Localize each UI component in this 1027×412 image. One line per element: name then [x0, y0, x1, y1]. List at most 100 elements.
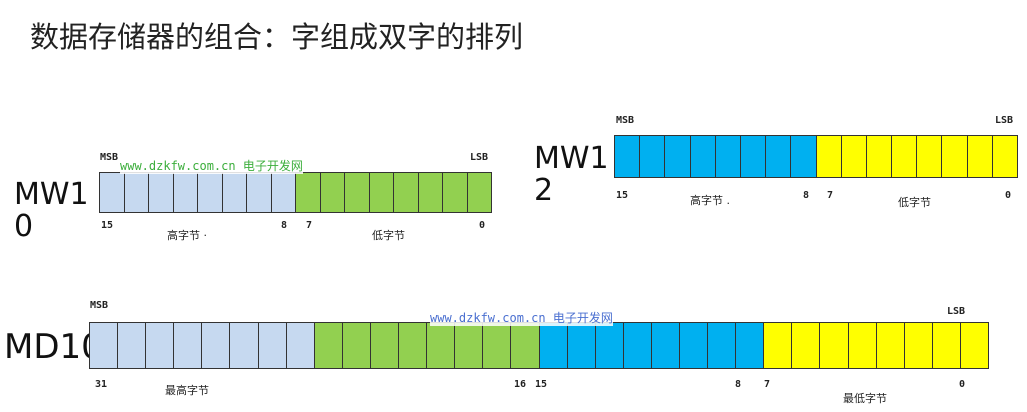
bit-cell-5	[866, 136, 893, 177]
bit-cell-0	[960, 323, 988, 368]
bit-cell-16	[511, 323, 540, 368]
md10-label: MD10	[4, 327, 103, 367]
mw10-bit0: 0	[479, 220, 486, 231]
md10-msb: MSB	[90, 300, 109, 311]
mw10-label-line1: MW1	[14, 177, 89, 212]
mw12-label-line2: 2	[534, 173, 554, 208]
bit-cell-1	[932, 323, 961, 368]
bit-cell-7	[816, 136, 842, 177]
bit-cell-6	[320, 173, 345, 212]
bit-cell-23	[314, 323, 343, 368]
mw10-bit7: 7	[306, 220, 313, 231]
mw12-bit-bar	[614, 135, 1018, 178]
bit-cell-9	[247, 173, 272, 212]
bit-cell-28	[174, 323, 203, 368]
bit-cell-13	[149, 173, 174, 212]
mw10-label-line2: 0	[14, 209, 34, 244]
bit-cell-7	[764, 323, 793, 368]
md10-highest-byte: 最高字节	[165, 384, 209, 397]
bit-cell-7	[296, 173, 321, 212]
bit-cell-11	[715, 136, 741, 177]
md10-bit0: 0	[959, 379, 966, 390]
bit-cell-6	[792, 323, 821, 368]
bit-cell-9	[708, 323, 737, 368]
bit-cell-15	[615, 136, 641, 177]
bit-cell-3	[917, 136, 943, 177]
mw10-high-byte: 高字节 ·	[167, 229, 207, 242]
mw12-low-byte: 低字节	[898, 196, 931, 209]
bit-cell-8	[791, 136, 817, 177]
bit-cell-26	[230, 323, 259, 368]
bit-cell-13	[595, 323, 624, 368]
bit-cell-4	[848, 323, 877, 368]
bit-cell-15	[100, 173, 125, 212]
md10-bit-bar	[89, 322, 989, 369]
slide-title: 数据存储器的组合：字组成双字的排列	[30, 20, 524, 54]
bit-cell-25	[258, 323, 287, 368]
bit-cell-2	[942, 136, 968, 177]
bit-cell-4	[369, 173, 394, 212]
bit-cell-0	[467, 173, 491, 212]
md10-bit31: 31	[95, 379, 108, 390]
bit-cell-1	[967, 136, 993, 177]
bit-cell-1	[443, 173, 468, 212]
bit-cell-19	[427, 323, 456, 368]
md10-lsb: LSB	[947, 306, 966, 317]
md10-bit8: 8	[735, 379, 742, 390]
bit-cell-14	[124, 173, 149, 212]
bit-cell-30	[118, 323, 147, 368]
bit-cell-10	[740, 136, 767, 177]
mw12-lsb: LSB	[995, 115, 1014, 126]
md10-bit7: 7	[764, 379, 771, 390]
bit-cell-27	[202, 323, 231, 368]
bit-cell-12	[173, 173, 198, 212]
bit-cell-0	[992, 136, 1017, 177]
mw12-high-byte: 高字节 .	[690, 194, 730, 207]
md10-lowest-byte: 最低字节	[843, 392, 887, 405]
bit-cell-22	[342, 323, 371, 368]
bit-cell-12	[690, 136, 716, 177]
mw12-bit0: 0	[1005, 190, 1012, 201]
bit-cell-17	[483, 323, 512, 368]
bit-cell-11	[198, 173, 223, 212]
mw10-low-byte: 低字节	[372, 229, 405, 242]
bit-cell-21	[370, 323, 400, 368]
watermark-2: www.dzkfw.com.cn 电子开发网	[430, 309, 613, 326]
bit-cell-2	[904, 323, 933, 368]
mw12-label-line1: MW1	[534, 141, 609, 176]
bit-cell-11	[651, 323, 680, 368]
mw12-msb: MSB	[616, 115, 635, 126]
bit-cell-14	[640, 136, 666, 177]
bit-cell-14	[567, 323, 596, 368]
bit-cell-24	[286, 323, 315, 368]
mw12-bit15: 15	[616, 190, 629, 201]
bit-cell-10	[679, 323, 709, 368]
mw10-bit15: 15	[101, 220, 114, 231]
md10-bit15: 15	[535, 379, 548, 390]
bit-cell-13	[665, 136, 691, 177]
bit-cell-15	[539, 323, 568, 368]
mw12-bit7: 7	[827, 190, 834, 201]
bit-cell-31	[90, 323, 119, 368]
bit-cell-5	[820, 323, 849, 368]
bit-cell-2	[418, 173, 443, 212]
bit-cell-5	[345, 173, 370, 212]
bit-cell-12	[623, 323, 652, 368]
bit-cell-20	[399, 323, 428, 368]
mw12-bit8: 8	[803, 190, 810, 201]
mw10-msb: MSB	[100, 152, 119, 163]
bit-cell-3	[394, 173, 419, 212]
bit-cell-18	[455, 323, 484, 368]
watermark: www.dzkfw.com.cn 电子开发网	[120, 157, 303, 174]
bit-cell-3	[876, 323, 905, 368]
bit-cell-29	[146, 323, 175, 368]
bit-cell-9	[766, 136, 792, 177]
bit-cell-8	[736, 323, 765, 368]
bit-cell-10	[222, 173, 247, 212]
bit-cell-6	[841, 136, 867, 177]
mw10-bit-bar	[99, 172, 492, 213]
mw10-bit8: 8	[281, 220, 288, 231]
md10-bit16: 16	[514, 379, 527, 390]
mw10-lsb: LSB	[470, 152, 489, 163]
bit-cell-8	[271, 173, 296, 212]
